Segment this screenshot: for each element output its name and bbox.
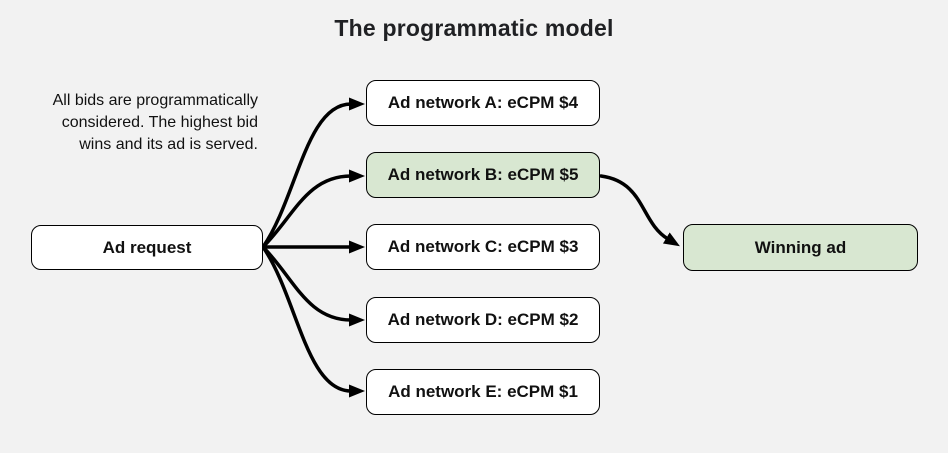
network-a-node: Ad network A: eCPM $4 (366, 80, 600, 126)
arrow-ad-request-to-network-b (261, 169, 365, 249)
explanatory-note: All bids are programmatically considered… (52, 92, 258, 153)
diagram-title: The programmatic model (334, 15, 614, 41)
network-e-node: Ad network E: eCPM $1 (366, 369, 600, 415)
arrow-ad-request-to-network-a (261, 97, 365, 249)
network-d-node: Ad network D: eCPM $2 (366, 297, 600, 343)
winning-ad-node: Winning ad (683, 224, 918, 271)
ad-request-node: Ad request (31, 225, 263, 270)
network-b-node-highlighted: Ad network B: eCPM $5 (366, 152, 600, 198)
arrow-network-b-to-winning-ad (599, 174, 680, 247)
arrow-ad-request-to-network-d (261, 245, 365, 327)
arrow-ad-request-to-network-e (261, 245, 365, 398)
network-c-node: Ad network C: eCPM $3 (366, 224, 600, 270)
